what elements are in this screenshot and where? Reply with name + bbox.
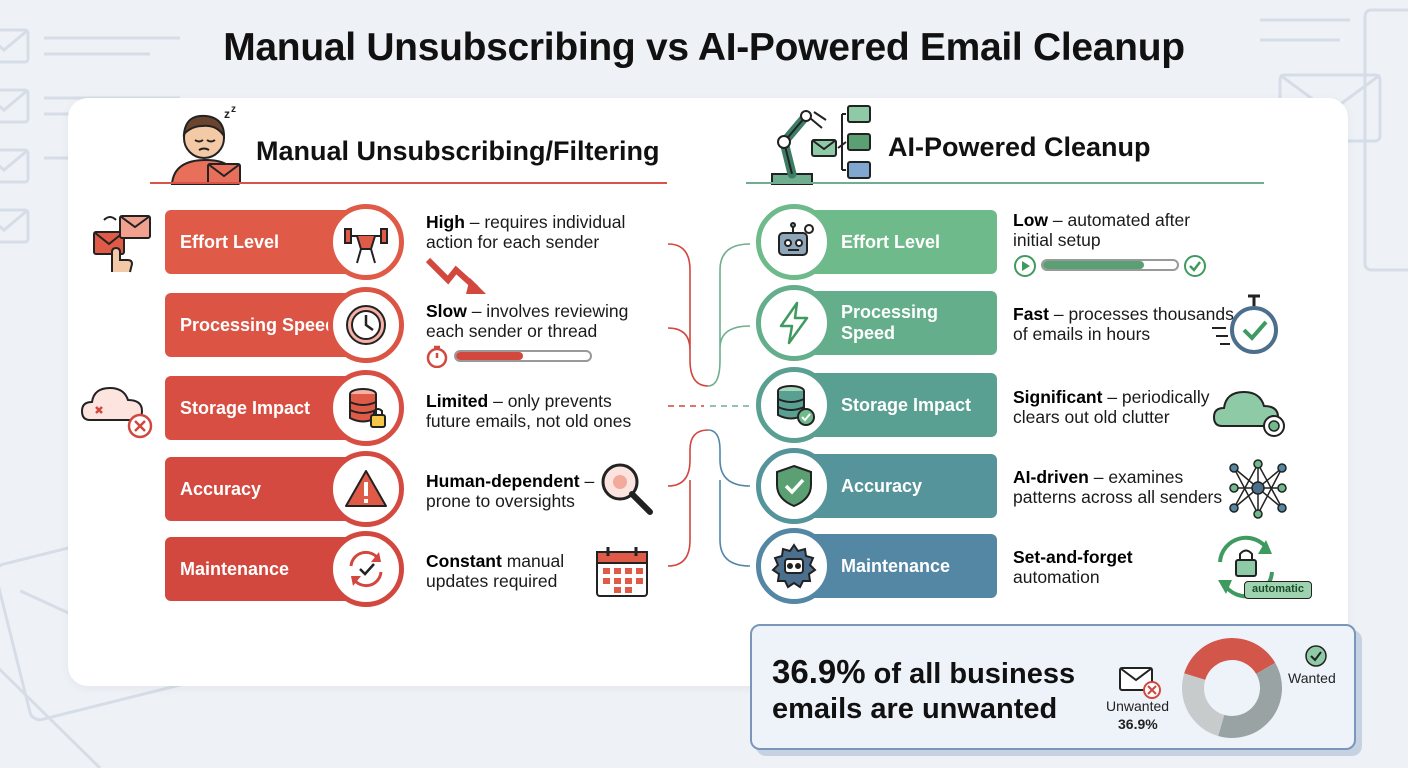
ai-speed-description: Fast – processes thousands of emails in … xyxy=(1013,304,1234,344)
play-icon xyxy=(1014,255,1036,277)
cloud-cleanup-icon xyxy=(1212,390,1285,437)
cloud-error-icon xyxy=(80,386,153,439)
page-title: Manual Unsubscribing vs AI-Powered Email… xyxy=(223,26,1185,69)
ai-maintenance-description: Set-and-forget automation xyxy=(1013,547,1133,587)
donut-slice-unwanted xyxy=(1184,638,1276,680)
downtrend-arrow-icon xyxy=(426,257,486,294)
manual-speed-progress-bar xyxy=(454,350,592,362)
unwanted-mail-icon xyxy=(1119,667,1161,699)
swapping-emails-icon xyxy=(93,215,151,273)
ai-effort-description: Low – automated after initial setup xyxy=(1013,210,1191,250)
manual-storage-description: Limited – only prevents future emails, n… xyxy=(426,391,632,431)
wanted-check-icon xyxy=(1305,645,1327,667)
stat-headline: 36.9% of all business emails are unwante… xyxy=(772,653,1076,725)
shield-check-icon xyxy=(756,448,832,524)
manual-heading-rule xyxy=(150,182,667,184)
ai-accuracy-pill: Accuracy xyxy=(793,454,997,518)
ai-heading-rule xyxy=(746,182,1264,184)
refresh-cycle-icon xyxy=(328,531,404,607)
robot-head-icon xyxy=(756,204,832,280)
unwanted-label: Unwanted xyxy=(1106,698,1170,714)
wanted-label: Wanted xyxy=(1288,670,1336,686)
stopwatch-icon xyxy=(426,345,448,368)
check-circle-icon xyxy=(1184,255,1206,277)
manual-accuracy-description: Human-dependent – prone to oversights xyxy=(426,471,595,511)
weightlifter-icon xyxy=(328,204,404,280)
lightning-bolt-icon xyxy=(756,285,832,361)
manual-maintenance-description: Constant manual updates required xyxy=(426,551,565,591)
donut-slice-wanted xyxy=(1218,662,1282,738)
ai-effort-progress-bar xyxy=(1041,259,1179,271)
unwanted-email-stat-box: 36.9% of all business emails are unwante… xyxy=(750,624,1356,750)
locked-database-icon xyxy=(328,370,404,446)
ai-storage-description: Significant – periodically clears out ol… xyxy=(1013,387,1210,427)
donut-slice-wanted-light xyxy=(1182,673,1225,737)
svg-text:z: z xyxy=(224,107,230,121)
center-connector-lines xyxy=(667,243,751,567)
neural-network-icon xyxy=(1229,459,1287,519)
magnifying-glass-icon xyxy=(601,463,653,515)
stat-percentage: 36.9% xyxy=(772,653,866,690)
database-check-icon xyxy=(756,367,832,443)
ai-accuracy-description: AI-driven – examines patterns across all… xyxy=(1013,467,1223,507)
manual-section-heading: Manual Unsubscribing/Filtering xyxy=(256,136,660,166)
tired-person-icon: z z xyxy=(170,104,241,185)
robot-arm-sorting-icon xyxy=(771,105,871,185)
manual-effort-description: High – requires individual action for ea… xyxy=(426,212,626,252)
fast-stopwatch-icon xyxy=(1212,294,1278,354)
automatic-tag: automatic xyxy=(1244,581,1312,599)
unwanted-value: 36.9% xyxy=(1118,716,1158,732)
calendar-icon xyxy=(596,547,648,597)
auto-lock-cycle-icon xyxy=(1218,535,1274,599)
manual-speed-description: Slow – involves reviewing each sender or… xyxy=(426,301,629,341)
ai-processing-speed-pill: Processing Speed xyxy=(793,291,997,355)
ai-section-heading: AI-Powered Cleanup xyxy=(888,132,1151,162)
svg-text:z: z xyxy=(231,104,236,115)
warning-icon xyxy=(328,451,404,527)
robot-gear-icon xyxy=(756,528,832,604)
clock-icon xyxy=(328,287,404,363)
unwanted-donut-chart xyxy=(1182,638,1282,738)
